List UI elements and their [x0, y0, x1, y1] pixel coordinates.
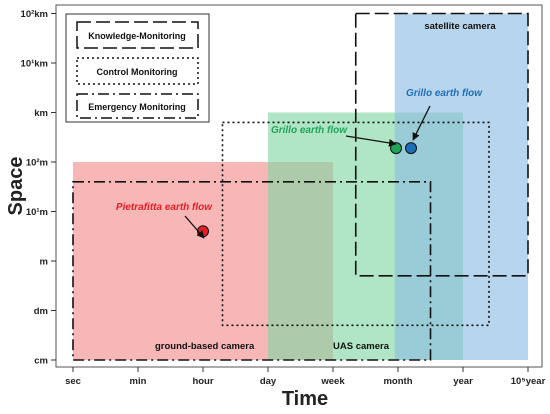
plot-frame — [55, 4, 543, 368]
y-tick-label: m — [40, 257, 48, 268]
region-label-uas-camera: UAS camera — [333, 341, 390, 352]
monitoring-box-emergency-monitoring — [72, 181, 432, 361]
camera-regions — [73, 13, 528, 360]
x-tick-label: sec — [65, 376, 81, 387]
legend-swatch-knowledge-monitoring — [76, 21, 199, 49]
legend-box — [65, 13, 210, 123]
region-satellite-camera — [394, 13, 528, 360]
legend-swatch-control-monitoring — [76, 57, 199, 85]
arrow-grillo-earth-flow-2 — [412, 105, 431, 141]
point-label-grillo-earth-flow-1: Grillo earth flow — [271, 125, 348, 136]
point-grillo-earth-flow-1 — [390, 142, 403, 155]
point-label-pietrafitta-earth-flow-0: Pietrafitta earth flow — [116, 202, 213, 213]
x-tick-label: hour — [192, 376, 213, 387]
x-tick-label: 10⁵year — [511, 376, 546, 387]
y-tick-label: cm — [34, 356, 48, 367]
monitoring-boxes — [72, 12, 529, 361]
y-tick-label: dm — [34, 306, 48, 317]
legend-label-emergency-monitoring: Emergency Monitoring — [88, 102, 186, 112]
arrow-pietrafitta-earth-flow-0 — [184, 215, 205, 239]
y-axis-title: Space — [5, 157, 27, 216]
x-tick-label: week — [320, 376, 345, 387]
axis-ticks: sec min hour day week month year 10⁵year cm dm m 10… — [21, 9, 546, 387]
y-tick-label: 10²km — [21, 9, 48, 20]
y-tick-label: km — [34, 108, 48, 119]
legend-swatch-emergency-monitoring — [76, 93, 199, 119]
monitoring-box-knowledge-monitoring — [354, 12, 529, 277]
y-tick-label: 10¹km — [21, 59, 48, 70]
legend-label-control-monitoring: Control Monitoring — [97, 67, 178, 77]
point-label-grillo-earth-flow-2: Grillo earth flow — [406, 88, 483, 99]
point-grillo-earth-flow-2 — [405, 142, 417, 155]
region-label-satellite-camera: satellite camera — [424, 21, 496, 32]
x-tick-label: min — [130, 376, 147, 387]
legend-label-knowledge-monitoring: Knowledge-Monitoring — [88, 31, 185, 41]
y-tick-label: 10¹m — [26, 207, 48, 218]
arrow-grillo-earth-flow-1 — [345, 135, 397, 147]
point-pietrafitta-earth-flow-0 — [197, 225, 209, 238]
region-label-ground-based-camera: ground-based camera — [155, 341, 255, 352]
x-tick-label: day — [260, 376, 277, 387]
x-axis-title: Time — [282, 388, 328, 410]
x-tick-label: year — [453, 376, 473, 387]
x-tick-label: month — [383, 376, 412, 387]
y-tick-label: 10²m — [26, 158, 48, 169]
region-labels: ground-based camera UAS camera satellite c… — [155, 21, 496, 352]
